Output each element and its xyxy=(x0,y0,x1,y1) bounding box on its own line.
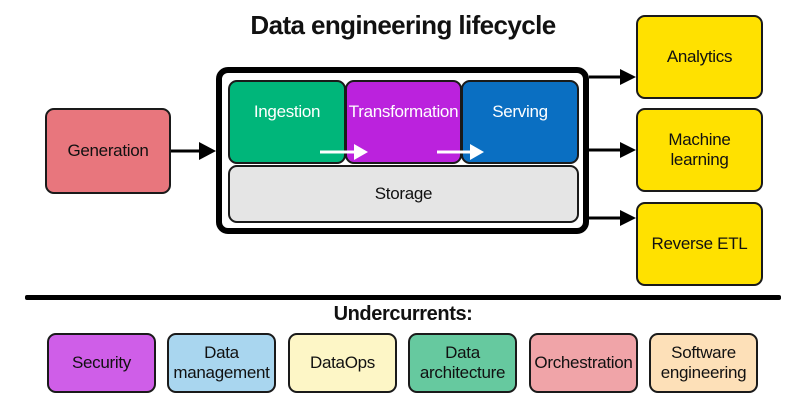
generation-label: Generation xyxy=(67,141,149,160)
arrow-transformation-to-serving xyxy=(437,144,484,160)
undercurrent-software-engineering: Software engineering xyxy=(649,333,758,393)
storage-label: Storage xyxy=(374,184,433,203)
output-reverse-etl: Reverse ETL xyxy=(636,202,763,286)
undercurrent-data-management: Data management xyxy=(167,333,276,393)
undercurrent-dataops: DataOps xyxy=(288,333,397,393)
output-label: Reverse ETL xyxy=(651,234,748,253)
output-label: Analytics xyxy=(666,47,733,66)
arrow-to-analytics xyxy=(589,69,636,85)
stage-ingestion: Ingestion xyxy=(228,80,346,164)
output-label: Machine learning xyxy=(668,130,731,169)
undercurrent-label: Data management xyxy=(173,343,270,382)
undercurrent-security: Security xyxy=(47,333,156,393)
storage-box: Storage xyxy=(228,165,579,223)
undercurrent-orchestration: Orchestration xyxy=(529,333,638,393)
undercurrent-label: Security xyxy=(71,353,131,372)
stage-serving: Serving xyxy=(461,80,579,164)
section-divider xyxy=(25,295,781,300)
undercurrent-label: Orchestration xyxy=(534,353,633,372)
undercurrent-label: Software engineering xyxy=(660,343,747,382)
generation-box: Generation xyxy=(45,108,171,194)
undercurrent-data-architecture: Data architecture xyxy=(408,333,517,393)
stage-label: Serving xyxy=(492,102,548,121)
stage-label: Transformation xyxy=(348,102,459,121)
stage-label: Ingestion xyxy=(253,102,321,121)
diagram-title: Data engineering lifecycle xyxy=(250,10,556,40)
undercurrents-title: Undercurrents: xyxy=(333,303,473,325)
output-machine-learning: Machine learning xyxy=(636,108,763,192)
arrow-to-reverse-etl xyxy=(589,210,636,226)
undercurrent-label: DataOps xyxy=(310,353,375,372)
arrow-to-machine-learning xyxy=(589,142,636,158)
undercurrent-label: Data architecture xyxy=(419,343,506,382)
arrow-ingestion-to-transformation xyxy=(320,144,368,160)
output-analytics: Analytics xyxy=(636,15,763,99)
arrow-generation-to-lifecycle xyxy=(171,142,216,160)
